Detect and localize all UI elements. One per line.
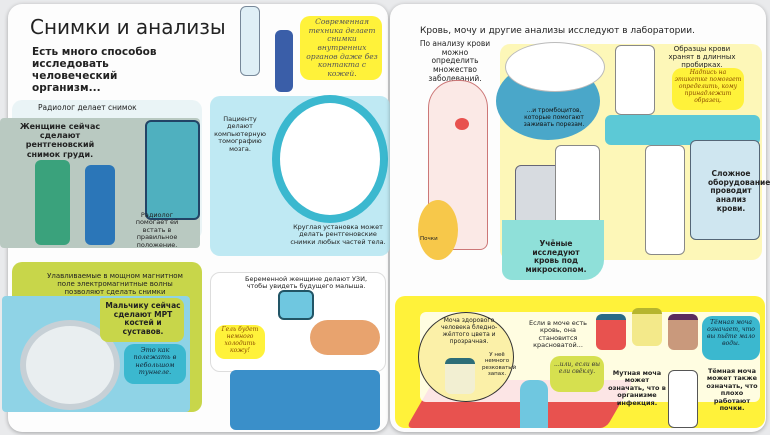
xray-machine-illustration bbox=[240, 6, 260, 76]
girl-illustration bbox=[520, 380, 548, 428]
equipment-text: Сложное оборудование проводит анализ кро… bbox=[708, 169, 770, 213]
samples-text: Образцы крови хранят в длинных пробирках… bbox=[668, 45, 736, 70]
mri-bubble-text: Это как полежать в небольшом туннеле. bbox=[133, 346, 177, 377]
lab-header: Кровь, мочу и другие анализы исследуют в… bbox=[420, 26, 695, 36]
urine-smell-text: У неё немного резковатый запах. bbox=[482, 352, 517, 377]
urine-beets-text: ...или, если вы ели свёклу. bbox=[554, 361, 600, 375]
platelets-text: ...и тромбоцитов, которые помогают зажив… bbox=[523, 107, 585, 128]
lab-technician-illustration bbox=[615, 45, 655, 115]
blood-intro: По анализу крови можно определить множес… bbox=[419, 39, 491, 83]
mri-speech-bubble bbox=[124, 344, 186, 384]
radiologist-tab-text: Радиолог делает снимок bbox=[38, 103, 137, 112]
page-subtitle: Есть много способов исследовать человече… bbox=[32, 46, 157, 95]
ultrasound-monitor-illustration bbox=[278, 290, 314, 320]
ultrasound-caption: Беременной женщине делают УЗИ, чтобы уви… bbox=[244, 275, 368, 291]
ct-caption: Пациенту делают компьютерную томографию … bbox=[214, 115, 266, 153]
ct-scanner-illustration bbox=[272, 95, 388, 223]
heart-icon bbox=[455, 118, 469, 130]
ct-note: Круглая установка может делать рентгенов… bbox=[290, 223, 386, 246]
page-title: Снимки и анализы bbox=[30, 15, 226, 39]
urine-cloudy-text: Мутная моча может означать, что в органи… bbox=[608, 369, 666, 407]
urine-jar-dark bbox=[668, 314, 698, 350]
analyzer-machine-illustration bbox=[690, 140, 760, 240]
technician-illustration bbox=[275, 30, 293, 92]
urine-jar-clear bbox=[445, 358, 475, 394]
magnifier-lens bbox=[505, 42, 605, 92]
urine-dark-kidneys-text: Тёмная моча может также означать, что пл… bbox=[706, 367, 758, 413]
urine-healthy-text: Моча здорового человека бледно-жёлтого ц… bbox=[440, 317, 498, 345]
label-speech-bubble bbox=[672, 68, 744, 110]
label-bubble-text: Надпись на этикетке помогает определить,… bbox=[674, 69, 742, 104]
kidneys-label: Почки bbox=[420, 236, 438, 242]
pregnant-woman-illustration bbox=[310, 320, 380, 355]
mri-caption-box bbox=[100, 298, 184, 342]
top-speech-bubble bbox=[300, 16, 382, 80]
ultrasound-bubble-text: Гель будет немного холодить кожу! bbox=[221, 326, 259, 354]
radiologist-illustration bbox=[85, 165, 115, 245]
urine-jar-red bbox=[596, 314, 626, 350]
patient-woman-illustration bbox=[35, 160, 70, 245]
kidney-inset-illustration bbox=[418, 200, 458, 260]
mammography-caption: Женщине сейчас сделают рентгеновский сни… bbox=[19, 122, 101, 159]
lab-man-illustration bbox=[645, 145, 685, 255]
top-bubble-text: Современная техника делает снимки внутре… bbox=[306, 17, 378, 78]
mri-back-text: Улавливаемые в мощном магнитном поле эле… bbox=[47, 272, 183, 296]
dark-urine-speech-bubble bbox=[702, 316, 760, 360]
beets-speech-bubble bbox=[550, 356, 604, 392]
microscope-caption-box bbox=[502, 220, 604, 280]
ultrasound-speech-bubble bbox=[215, 325, 265, 359]
mammography-note: Радиолог помогает ей встать в правильное… bbox=[135, 211, 179, 249]
human-body-illustration bbox=[428, 80, 488, 250]
urine-dark-bubble-text: Тёмная моча означает, что вы пьёте мало … bbox=[706, 319, 756, 347]
xray-door-illustration bbox=[145, 120, 200, 220]
urine-blood-text: Если в моче есть кровь, она становится к… bbox=[529, 319, 587, 350]
mri-caption: Мальчику сейчас сделают МРТ костей и сус… bbox=[105, 301, 181, 336]
urine-jar-cloudy bbox=[632, 308, 662, 346]
scientists-text: Учёные исследуют кровь под микроскопом. bbox=[525, 239, 587, 274]
boy-illustration bbox=[668, 370, 698, 428]
ultrasound-bed-illustration bbox=[230, 370, 380, 430]
